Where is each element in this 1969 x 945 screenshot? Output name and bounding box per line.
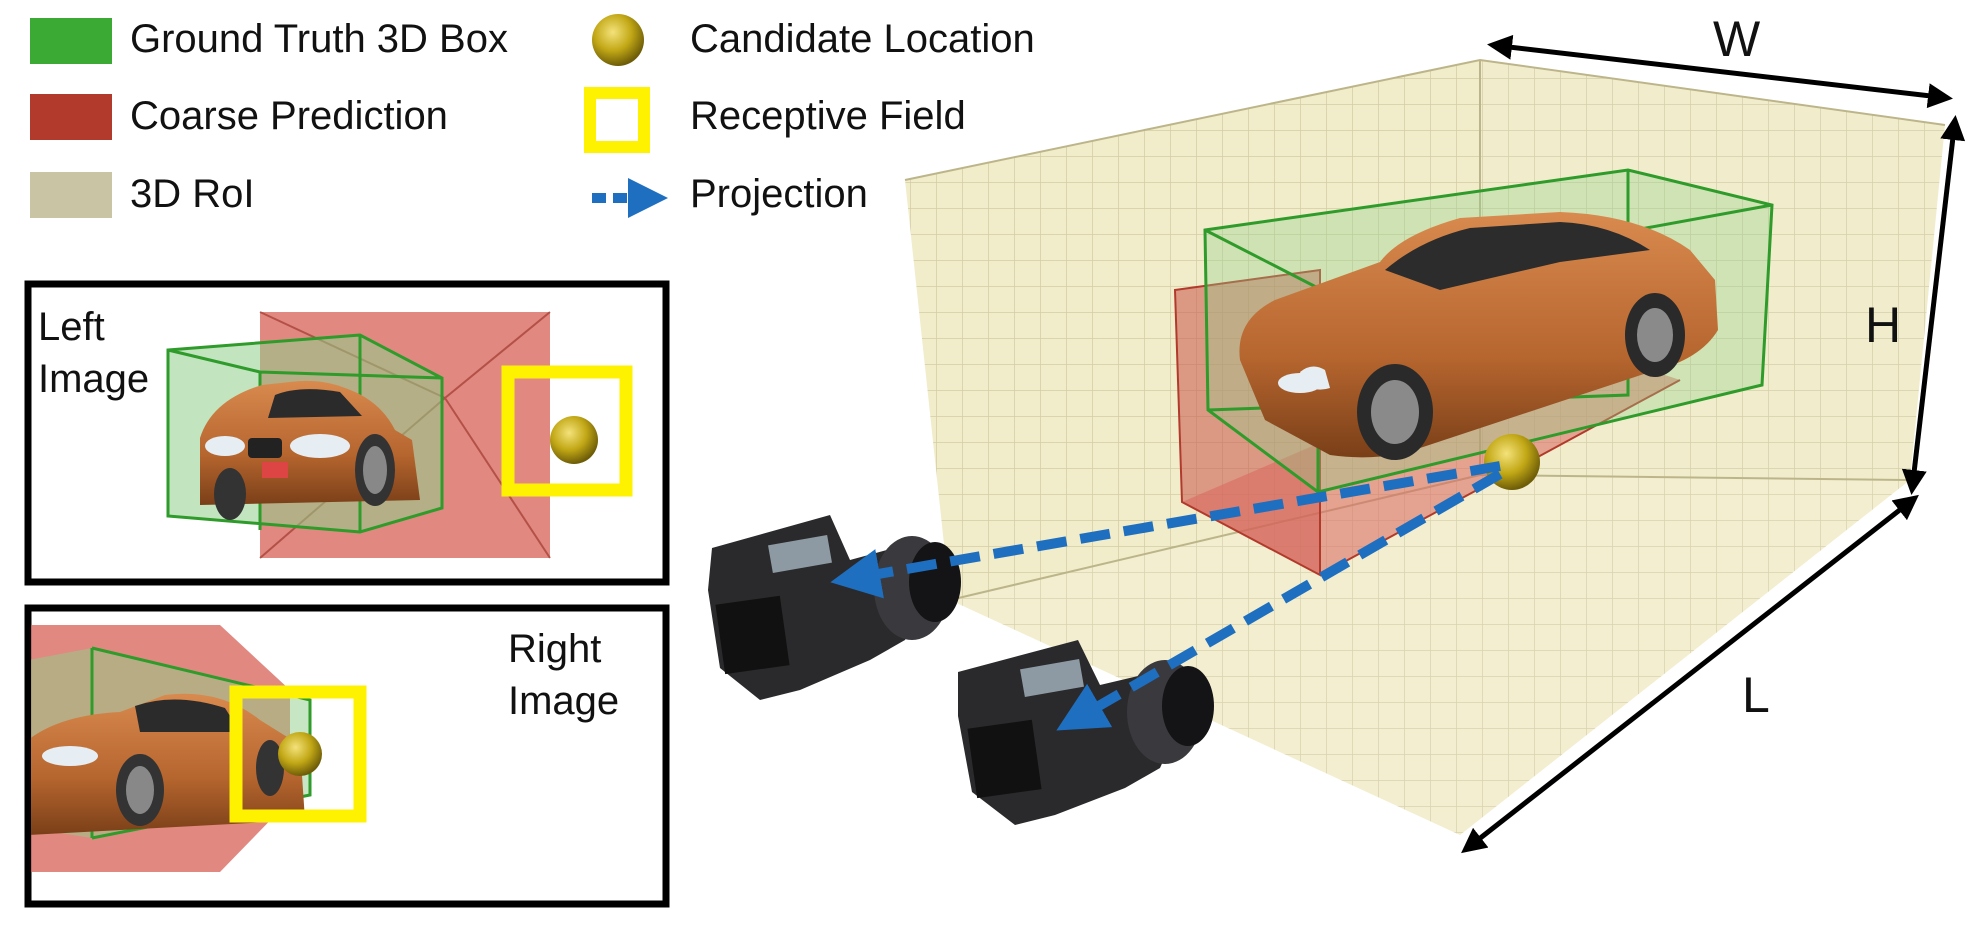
right-image-label-line2: Image — [508, 679, 619, 723]
right-image-panel: Right Image — [24, 604, 670, 908]
left-camera-icon — [708, 515, 961, 700]
legend-receptive-label: Receptive Field — [690, 94, 966, 138]
left-image-label-line1: Left — [38, 305, 105, 349]
left-image-label-line2: Image — [38, 357, 149, 401]
legend-projection-icon — [592, 178, 668, 218]
left-image-panel: Left Image — [24, 280, 670, 586]
right-image-label-line1: Right — [508, 627, 601, 671]
legend-projection-label: Projection — [690, 172, 868, 216]
width-arrow — [1487, 34, 1953, 109]
left-car — [200, 380, 420, 520]
height-label: H — [1865, 297, 1901, 353]
legend-ground-truth-label: Ground Truth 3D Box — [130, 17, 508, 61]
legend: Ground Truth 3D Box Coarse Prediction 3D… — [30, 14, 1035, 218]
legend-ground-truth-swatch — [30, 18, 112, 64]
length-label: L — [1742, 667, 1770, 723]
legend-receptive-icon — [584, 87, 650, 153]
legend-roi-label: 3D RoI — [130, 172, 255, 216]
height-arrow — [1901, 115, 1966, 495]
length-arrow — [1461, 494, 1919, 854]
left-receptive-field — [501, 365, 633, 497]
width-label: W — [1713, 11, 1761, 67]
legend-coarse-swatch — [30, 94, 112, 140]
right-receptive-field — [229, 685, 367, 823]
right-candidate-ball — [278, 732, 322, 776]
dimension-arrows: W H L — [1461, 11, 1966, 854]
scene-car — [1239, 212, 1718, 460]
legend-coarse-label: Coarse Prediction — [130, 94, 448, 138]
left-candidate-ball — [550, 416, 598, 464]
legend-roi-swatch — [30, 172, 112, 218]
right-camera-icon — [958, 640, 1214, 825]
projection-arrow-left — [830, 461, 1501, 599]
legend-candidate-icon — [592, 14, 644, 66]
projection-arrow-right — [1056, 469, 1503, 731]
legend-candidate-label: Candidate Location — [690, 17, 1035, 61]
projection-arrows — [830, 461, 1503, 731]
